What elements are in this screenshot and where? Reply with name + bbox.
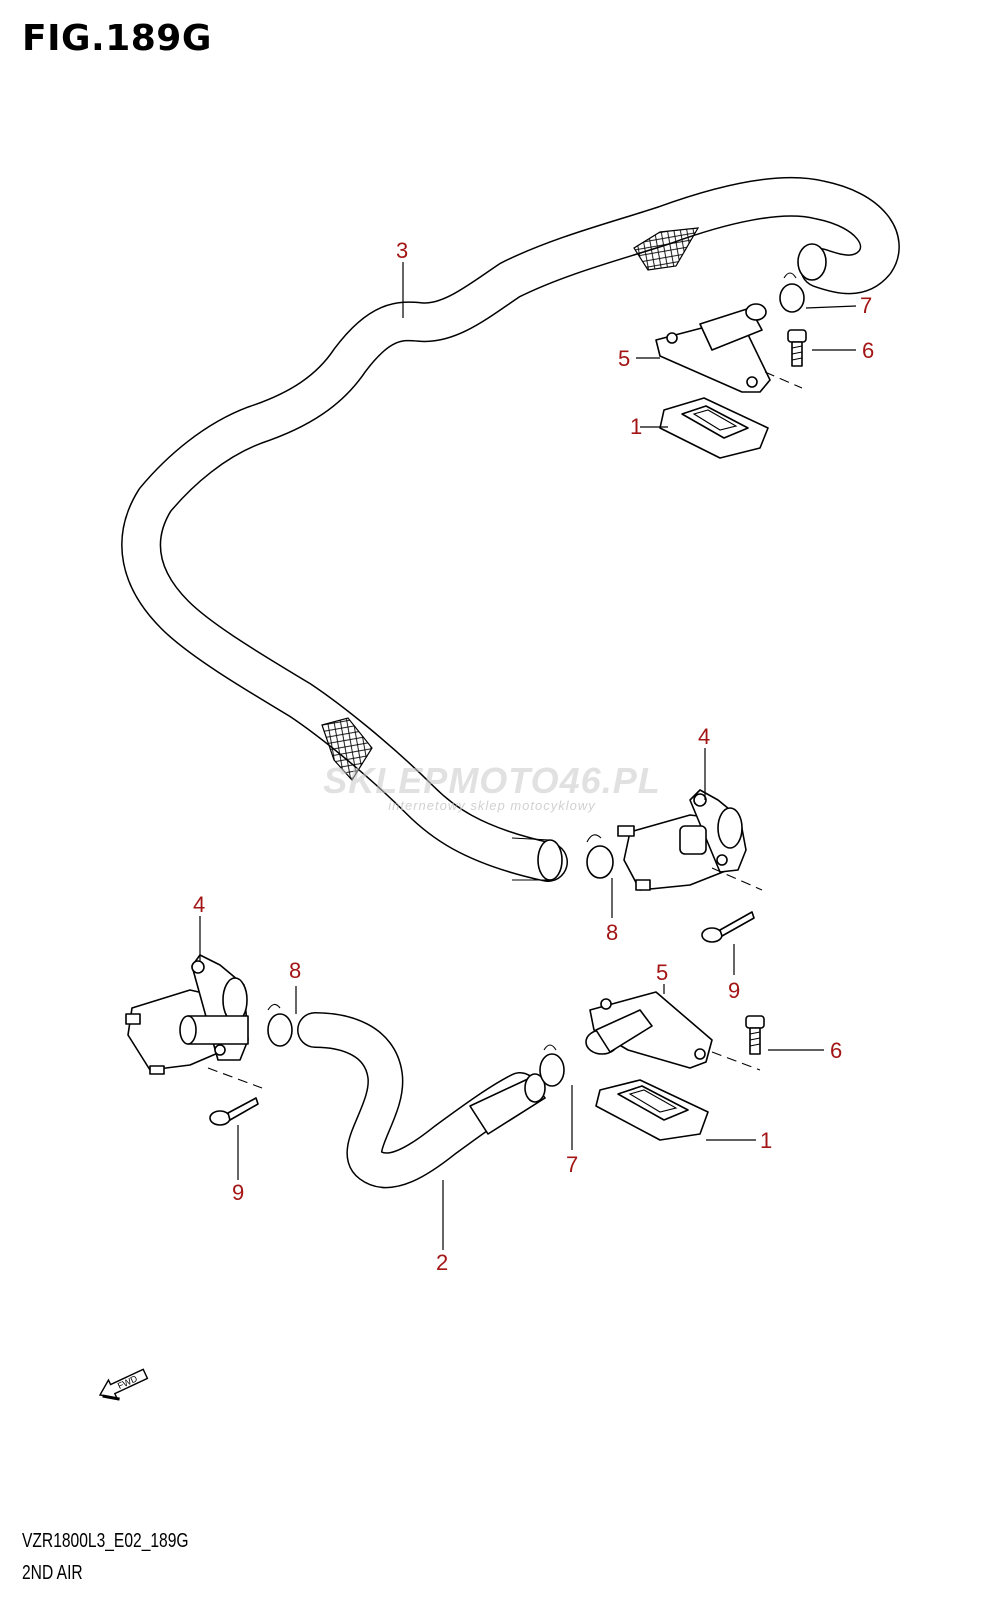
bolt-6-upper (787, 329, 807, 367)
callout-1-upper: 1 (630, 414, 642, 439)
bolt-6-lower (745, 1015, 765, 1055)
figure-title: FIG.189G (22, 18, 212, 59)
reed-valve-cover-5-upper (655, 303, 771, 393)
callout-4-upper: 4 (698, 724, 710, 749)
hose-3 (121, 176, 900, 882)
watermark: SKLEPMOTO46.PL internetowy sklep motocyk… (312, 760, 672, 813)
clamp-7-lower (539, 1044, 565, 1087)
callout-8-upper: 8 (606, 920, 618, 945)
callout-9-lower: 9 (232, 1180, 244, 1205)
callout-5-lower: 5 (656, 960, 668, 985)
callout-7-upper: 7 (860, 293, 872, 318)
callout-1-lower: 1 (760, 1128, 772, 1153)
watermark-sub: internetowy sklep motocyklowy (388, 798, 596, 813)
callout-6-upper: 6 (862, 338, 874, 363)
clamp-8-lower (267, 1003, 293, 1047)
fwd-arrow-icon: FWD (98, 1368, 149, 1401)
diagram-code: VZR1800L3_E02_189G (22, 1530, 189, 1552)
hose-3-end-lower (537, 839, 563, 881)
hose-2 (297, 1012, 546, 1189)
callout-7-lower: 7 (566, 1152, 578, 1177)
footer: VZR1800L3_E02_189G 2ND AIR (22, 1525, 236, 1589)
callout-9-upper: 9 (728, 978, 740, 1003)
reed-valve-gasket-1-lower (595, 1079, 709, 1141)
callout-8-lower: 8 (289, 958, 301, 983)
hose-3-end-upper (797, 243, 827, 281)
watermark-main: SKLEPMOTO46.PL (323, 760, 661, 801)
clamp-8-upper (586, 834, 614, 879)
reed-valve-cover-5-lower (585, 991, 713, 1069)
callout-4-lower: 4 (193, 892, 205, 917)
reed-valve-gasket-1-upper (659, 397, 769, 459)
callout-3: 3 (396, 238, 408, 263)
screw-9-lower (209, 1097, 259, 1126)
reed-valve-4-upper (617, 789, 747, 891)
callout-5-upper: 5 (618, 346, 630, 371)
hose-3-protector-lower (321, 717, 373, 781)
callout-2: 2 (436, 1250, 448, 1275)
hose-3-protector-upper (633, 227, 700, 271)
clamp-7-upper (779, 272, 805, 313)
callout-6-lower: 6 (830, 1038, 842, 1063)
diagram-name: 2ND AIR (22, 1562, 83, 1584)
screw-9-upper (701, 911, 755, 943)
reed-valve-4-lower (125, 954, 249, 1075)
